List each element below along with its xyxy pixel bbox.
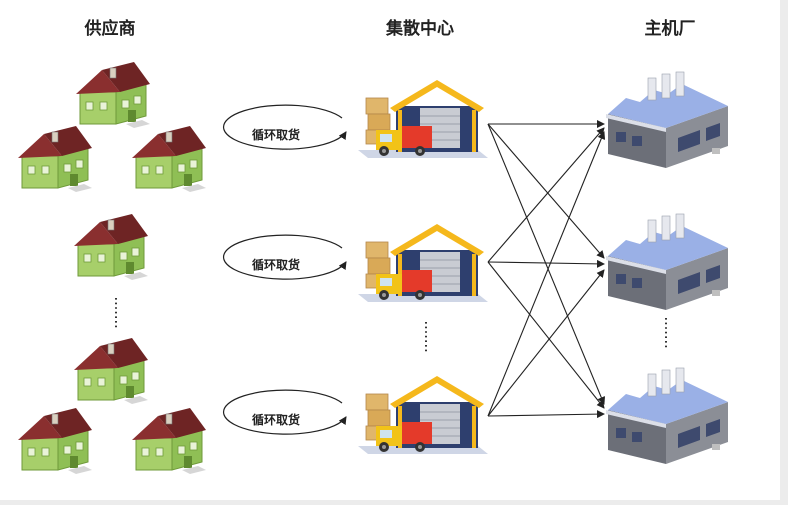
oem-factory-icon — [605, 367, 729, 465]
supplier-house-icon — [131, 125, 207, 193]
loop-pickup-label: 循环取货 — [252, 257, 300, 272]
hub-warehouse-icon — [357, 223, 489, 303]
hub-title: 集散中心 — [386, 19, 454, 39]
hub-warehouse-icon — [357, 375, 489, 455]
supplier-house-icon — [73, 337, 149, 405]
hub-to-oem-connections — [487, 120, 606, 419]
hub-warehouse-icon — [357, 79, 489, 159]
supplier-house-icon — [75, 61, 151, 129]
oem-factory-icon — [605, 71, 729, 169]
oem-factory-icon — [605, 213, 729, 311]
loop-pickup-arrow: 循环取货 — [224, 390, 346, 434]
supplier-house-icon — [17, 407, 93, 475]
loop-pickup-label: 循环取货 — [252, 127, 300, 142]
supplier-house-icon — [73, 213, 149, 281]
loop-pickup-arrow: 循环取货 — [224, 105, 346, 149]
loop-pickup-arrow: 循环取货 — [224, 235, 346, 279]
suppliers-title: 供应商 — [84, 19, 136, 39]
supplier-house-icon — [17, 125, 93, 193]
oem-title: 主机厂 — [644, 19, 696, 39]
supplier-house-icon — [131, 407, 207, 475]
loop-pickup-label: 循环取货 — [252, 412, 300, 427]
